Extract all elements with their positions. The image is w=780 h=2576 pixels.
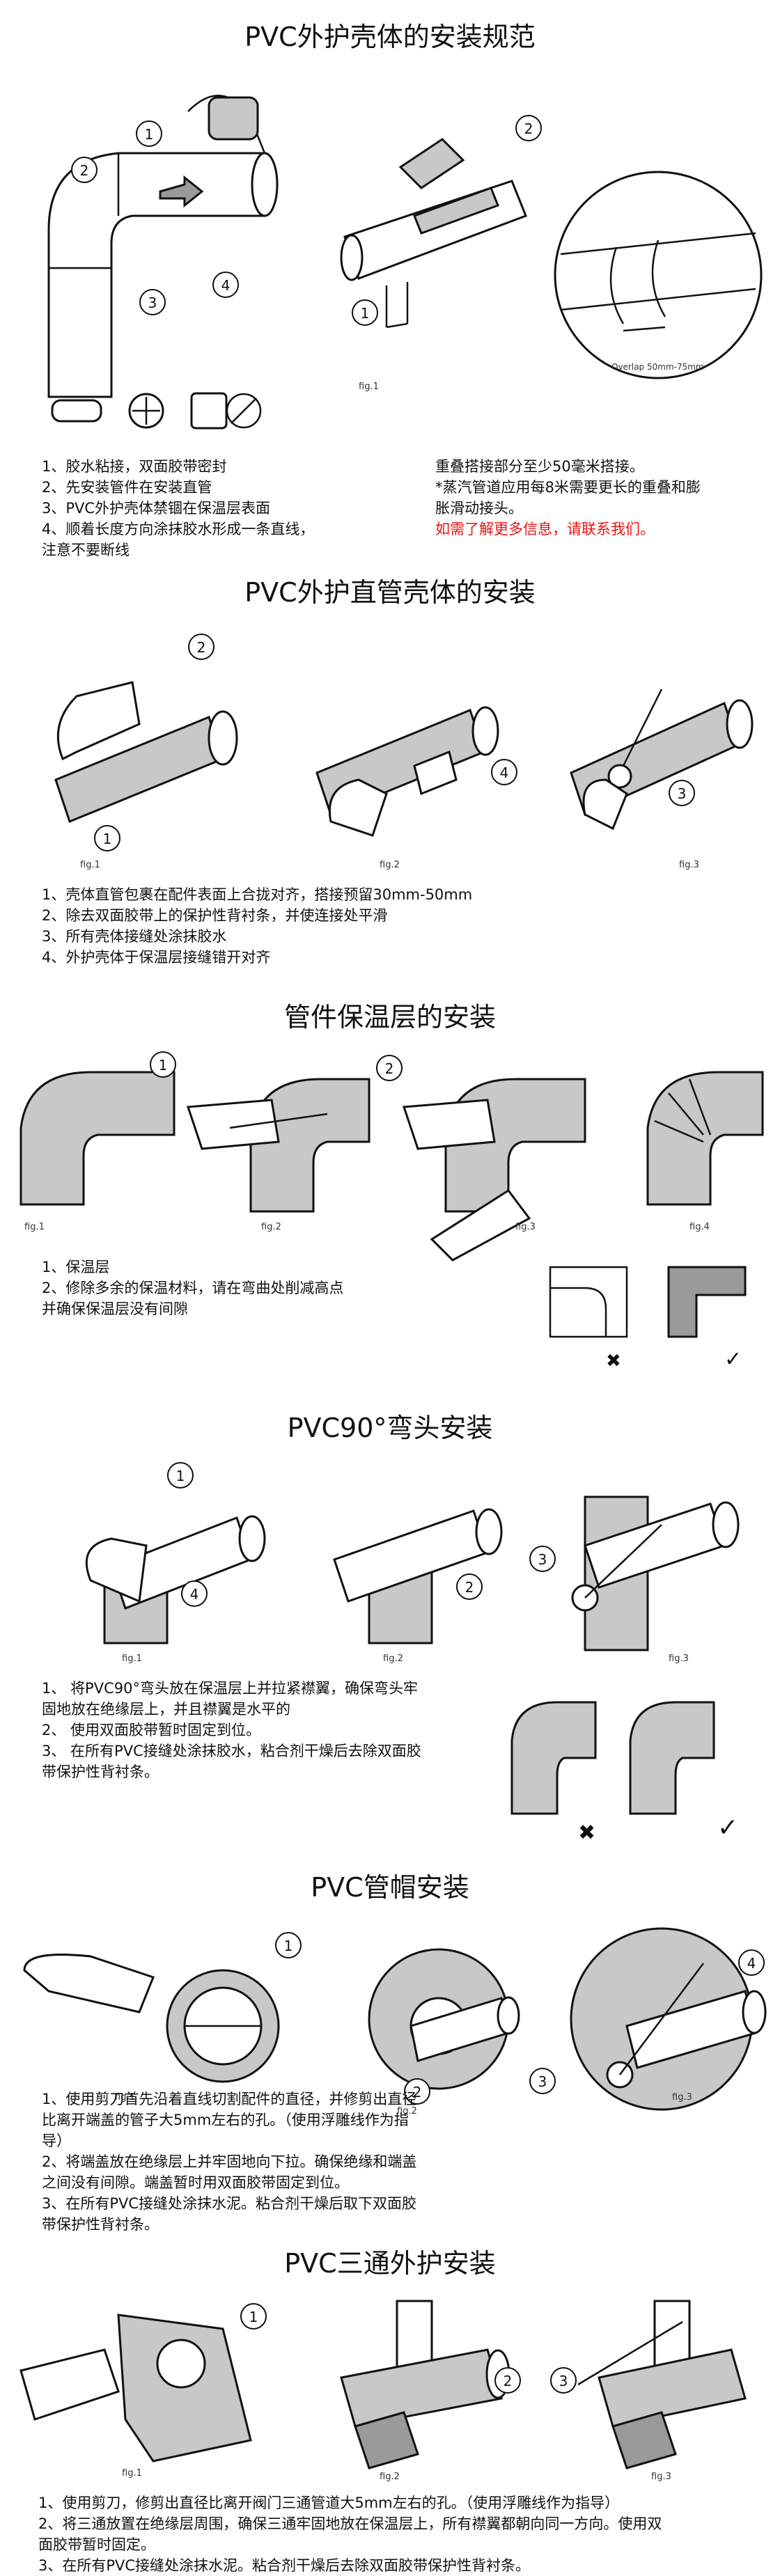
section-installation-spec: PVC外护壳体的安装规范 1 2 3 4 2 1 Overlap 50mm-75… (0, 0, 780, 571)
section-tee-shell: PVC三通外护安装 1 fig.1 2 fig.2 3 fig.3 1、使用剪刀… (0, 2242, 780, 2574)
straight-fig3 (570, 689, 754, 831)
callout-1: 1 (136, 120, 162, 147)
callout-1: 1 (150, 1051, 176, 1078)
wrong-mark: ✖ (578, 1821, 596, 1845)
callout-3: 3 (550, 2367, 577, 2394)
insulation-fig3 (402, 1078, 586, 1262)
correct-elbow-shell (629, 1701, 715, 1815)
tee-fig2 (340, 2300, 510, 2469)
cap-fig2 (368, 1948, 520, 2090)
callout-2b: 2 (515, 115, 542, 141)
callout-3: 3 (529, 1546, 556, 1572)
callout-1b: 1 (352, 299, 378, 326)
callout-3: 3 (669, 780, 695, 806)
overlap-label: Overlap 50mm-75mm (611, 362, 704, 372)
correct-elbow-diagram (667, 1266, 747, 1338)
instructions: 1、 将PVC90°弯头放在保温层上并拉紧襟翼，确保弯头牢 固地放在绝缘层上，并… (42, 1680, 421, 1780)
elbow-fig1 (85, 1515, 266, 1644)
elbow-fig3 (571, 1495, 740, 1651)
section-title: PVC外护壳体的安装规范 (244, 22, 536, 52)
section-fitting-insulation: 管件保温层的安装 1 fig.1 2 fig.2 fig.3 fig.4 1、保… (0, 989, 780, 1406)
section-title: PVC管帽安装 (311, 1872, 469, 1903)
fig-label: fig.1 (359, 382, 379, 392)
callout-4: 4 (181, 1580, 208, 1607)
straight-fig2 (315, 706, 499, 837)
instructions: 1、壳体直管包裹在配件表面上合拢对齐，搭接预留30mm-50mm 2、除去双面胶… (42, 886, 473, 966)
correct-mark: ✓ (724, 1347, 742, 1372)
instructions: 1、使用剪刀首先沿着直线切割配件的直径，并修剪出直径 比离开端盖的管子大5mm左… (42, 2091, 417, 2233)
wrong-elbow-shell (510, 1701, 597, 1815)
callout-2: 2 (404, 2078, 430, 2105)
safety-icons (51, 392, 262, 430)
elbow-fig2 (333, 1508, 503, 1644)
callout-1: 1 (240, 2303, 267, 2330)
callout-4: 4 (491, 759, 517, 785)
callout-1: 1 (94, 825, 120, 851)
section-pvc-cap: PVC管帽安装 1 fig.1 2 fig.2 4 3 fig.3 1、使用剪刀… (0, 1866, 780, 2242)
wrong-mark: ✖ (606, 1351, 621, 1372)
callout-3: 3 (139, 289, 166, 315)
section-90-elbow: PVC90°弯头安装 1 4 fig.1 2 fig.2 3 fig.3 1、 … (0, 1406, 780, 1866)
callout-3: 3 (529, 2068, 556, 2094)
section-title: PVC90°弯头安装 (287, 1413, 493, 1443)
section-title: PVC三通外护安装 (284, 2248, 496, 2279)
instructions: 1、保温层 2、修除多余的保温材料，请在弯曲处削减高点 并确保保温层没有间隙 (42, 1259, 344, 1317)
elbow-pipe-illustration (47, 95, 279, 398)
section-title: 管件保温层的安装 (283, 1002, 496, 1032)
callout-2: 2 (494, 2367, 521, 2394)
callout-4: 4 (212, 272, 239, 298)
callout-2: 2 (376, 1055, 403, 1081)
callout-2: 2 (188, 634, 214, 660)
section-straight-pipe: PVC外护直管壳体的安装 2 1 fig.1 4 fig.2 3 fig.3 1… (0, 571, 780, 989)
callout-1: 1 (167, 1462, 194, 1489)
straight-fig1 (54, 681, 238, 823)
wrong-elbow-diagram (549, 1266, 628, 1338)
tee-fig1 (20, 2314, 252, 2463)
section-title: PVC外护直管壳体的安装 (244, 577, 536, 608)
insulation-fig2 (186, 1078, 370, 1213)
cap-fig1 (23, 1954, 280, 2083)
tee-fig3 (577, 2300, 747, 2469)
correct-mark: ✓ (717, 1814, 739, 1842)
instructions-left: 1、胶水粘接，双面胶带密封 2、先安装管件在安装直管 3、PVC外护壳体禁锢在保… (42, 458, 315, 558)
insulation-fig1 (20, 1071, 176, 1206)
callout-2: 2 (456, 1573, 483, 1600)
instructions-right: 重叠搭接部分至少50毫米搭接。 *蒸汽管道应用每8米需要更长的重叠和膨 胀滑动接… (435, 456, 701, 540)
instructions: 1、使用剪刀，修剪出直径比离开阀门三通管道大5mm左右的孔。（使用浮雕线作为指导… (38, 2495, 662, 2574)
cap-fig3 (570, 1927, 767, 2111)
overlap-detail-circle (554, 171, 763, 379)
callout-2: 2 (71, 157, 98, 183)
insulation-fig4 (646, 1071, 764, 1206)
callout-4: 4 (738, 1949, 765, 1976)
contact-note: 如需了解更多信息，请联系我们。 (435, 521, 655, 537)
callout-1: 1 (275, 1932, 302, 1958)
straight-pipe-illustration (340, 138, 527, 329)
